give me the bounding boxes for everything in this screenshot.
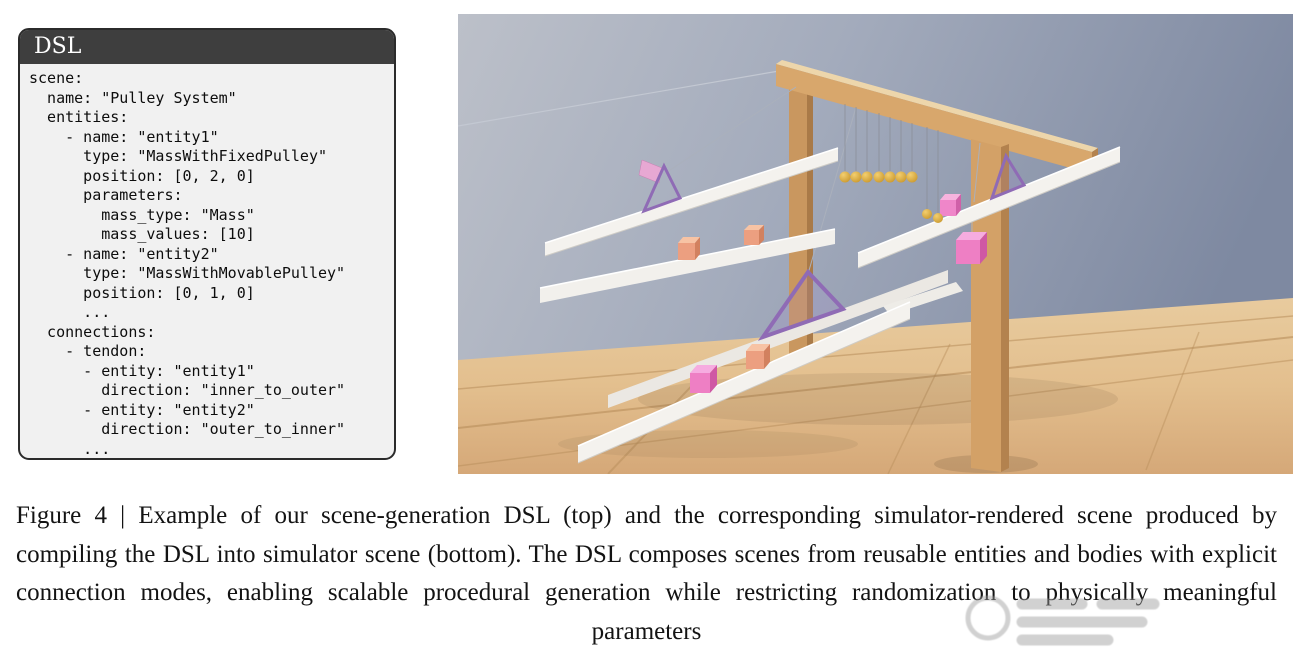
dsl-code-panel: DSL scene: name: "Pulley System" entitie… bbox=[18, 28, 396, 460]
pulley-triangle-small bbox=[638, 159, 683, 214]
mass-cube-pink-small bbox=[940, 194, 961, 216]
mass-cube-pink-large bbox=[956, 232, 987, 264]
frame-left-post bbox=[789, 74, 813, 359]
scene-canvas bbox=[458, 14, 1293, 474]
ramp-right bbox=[857, 146, 1121, 269]
figure-caption: Figure 4 | Example of our scene-generati… bbox=[16, 502, 1277, 645]
dsl-code-text: scene: name: "Pulley System" entities: -… bbox=[29, 69, 346, 458]
simulator-scene-render bbox=[458, 14, 1293, 474]
hanging-gold-pair bbox=[922, 127, 943, 223]
dsl-panel-title: DSL bbox=[20, 30, 394, 64]
mass-cube-salmon-1 bbox=[678, 237, 700, 260]
frame-right-post bbox=[971, 139, 1009, 472]
ramp-lower-front bbox=[577, 301, 911, 464]
hanging-gold-masses bbox=[839, 104, 918, 183]
mass-cube-salmon-2 bbox=[744, 225, 764, 245]
pulley-triangle-right bbox=[989, 152, 1027, 201]
wood-floor bbox=[458, 298, 1293, 474]
mass-cube-pink-lower bbox=[690, 365, 717, 393]
cable-left bbox=[458, 70, 780, 127]
pulley-triangle-large bbox=[757, 268, 847, 341]
ramp-upper-left bbox=[544, 147, 839, 257]
mass-cube-salmon-3 bbox=[746, 344, 770, 369]
